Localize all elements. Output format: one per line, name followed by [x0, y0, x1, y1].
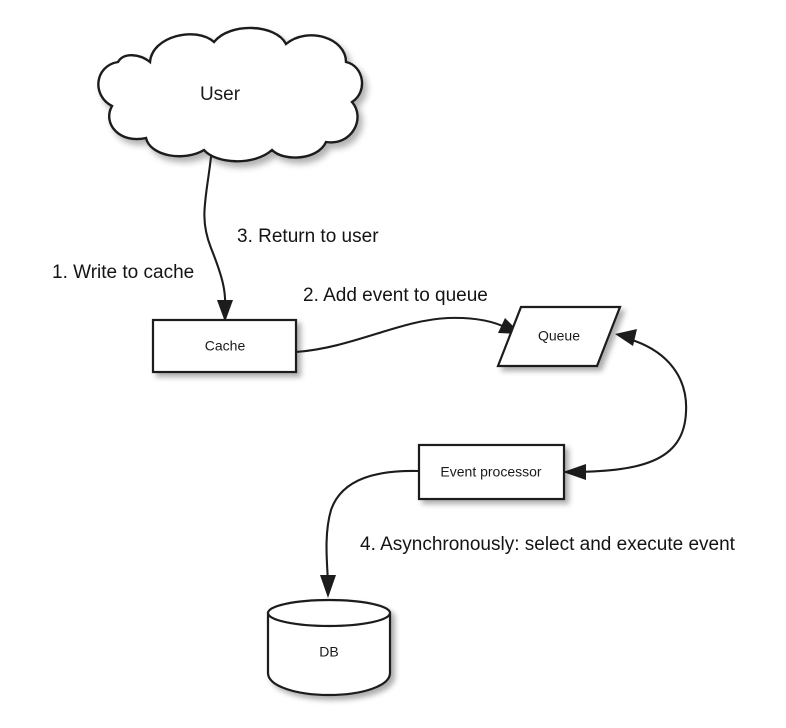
step-label-1: 1. Write to cache — [52, 262, 194, 283]
node-db-label: DB — [319, 644, 338, 660]
edge-eventprocessor-to-db — [320, 469, 421, 598]
edge-eventprocessor-to-queue — [564, 329, 688, 474]
edge-eventprocessor-to-queue-arrowhead — [615, 329, 637, 346]
node-cache-label: Cache — [205, 338, 246, 354]
edge-user-to-cache-line — [203, 155, 227, 310]
node-db[interactable]: DB — [266, 598, 392, 697]
node-cache[interactable]: Cache — [151, 318, 298, 374]
edge-user-to-cache — [203, 155, 233, 322]
edge-queue-to-eventprocessor — [563, 464, 586, 480]
node-user[interactable]: User — [97, 26, 364, 163]
node-queue[interactable]: Queue — [496, 305, 622, 368]
step-label-3: 3. Return to user — [237, 226, 379, 247]
edge-eventprocessor-to-db-line — [325, 469, 421, 584]
edge-cache-to-queue — [294, 316, 521, 354]
edge-queue-to-eventprocessor-arrowhead — [563, 464, 586, 480]
step-label-2: 2. Add event to queue — [303, 285, 488, 306]
user-cloud-shape — [97, 26, 364, 163]
node-event-processor-label: Event processor — [440, 464, 541, 480]
node-queue-label: Queue — [538, 328, 580, 344]
edge-user-to-cache-arrowhead — [217, 300, 233, 322]
cache-box-shape — [151, 318, 298, 374]
node-user-label: User — [200, 84, 241, 105]
step-label-4: 4. Asynchronously: select and execute ev… — [360, 534, 736, 555]
edge-eventprocessor-to-db-arrowhead — [320, 575, 336, 598]
db-top-ellipse — [266, 598, 392, 628]
edge-cache-to-queue-line — [294, 316, 509, 354]
queue-parallelogram-shape — [496, 305, 622, 368]
node-event-processor[interactable]: Event processor — [417, 443, 566, 501]
db-body-shape — [266, 611, 392, 697]
edge-eventprocessor-to-queue-line — [564, 338, 688, 474]
